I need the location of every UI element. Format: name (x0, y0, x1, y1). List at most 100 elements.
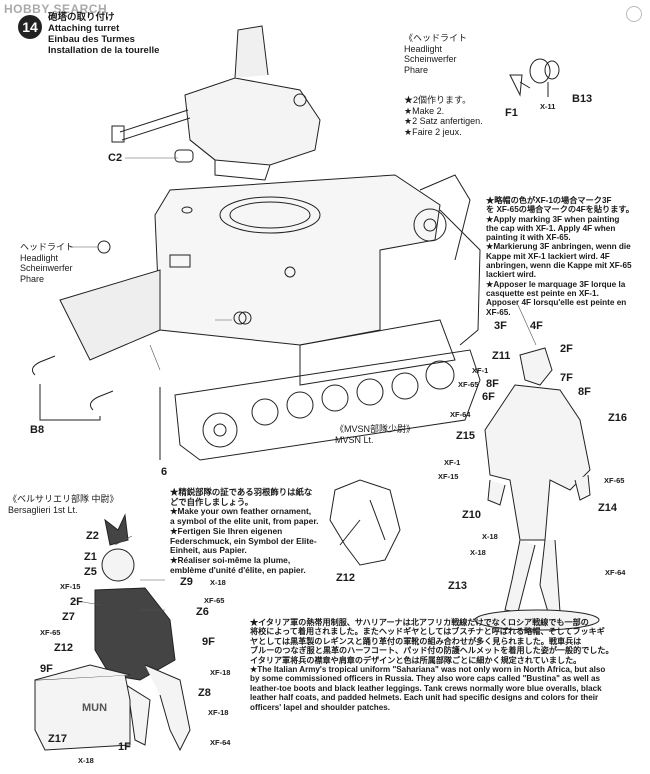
label-x18-berg: X-18 (210, 578, 226, 587)
feather-note-line: ★Make your own feather ornament, (170, 506, 312, 517)
label-xf65-berg2: XF-65 (40, 628, 61, 637)
part-label-x11: X-11 (540, 102, 556, 111)
label-8f-b: 8F (578, 386, 591, 398)
watermark: HOBBY SEARCH (4, 2, 107, 16)
hull-drawing (59, 174, 471, 386)
mvsn-en: MVSN Lt. (335, 434, 374, 445)
label-2f: 2F (560, 343, 573, 355)
uniform-note-line: officers' lapel and shoulder patches. (250, 702, 391, 712)
step-title-en: Attaching turret (48, 23, 120, 34)
feather-note-line: Einheit, aus Papier. (170, 545, 247, 556)
step-title-block: 砲塔の取り付け Attaching turret Einbau des Turm… (48, 12, 159, 56)
part-label-6: 6 (161, 466, 168, 478)
feather-note: ★精鋭部隊の証である羽根飾りは紙な どで自作しましょう。 ★Make your … (170, 487, 340, 575)
label-xf15-b: XF-15 (60, 582, 81, 591)
label-z12-berg: Z12 (54, 642, 73, 654)
officer-figure-drawing (474, 347, 600, 631)
label-xf64a: XF-64 (450, 410, 471, 419)
label-xf65-berg: XF-65 (204, 596, 225, 605)
label-xf18: XF-18 (210, 668, 231, 677)
label-9f-b: 9F (40, 663, 53, 675)
marking-note-line: anbringen, wenn die Kappe mit XF-65 (486, 261, 632, 271)
marking-note-line: Kappe mit XF-1 lackiert wird. 4F (486, 251, 610, 261)
uniform-note-line: by some commissioned officers in Russia.… (250, 674, 600, 684)
label-z8: Z8 (198, 687, 211, 699)
label-xf18-b: XF-18 (208, 708, 229, 717)
feather-note-line: どで自作しましょう。 (170, 496, 254, 507)
label-z15: Z15 (456, 430, 475, 442)
feather-note-line: ★精鋭部隊の証である羽根飾りは紙な (170, 487, 313, 497)
marking-note-line: the cap with XF-1. Apply 4F when (486, 223, 616, 233)
uniform-note-line: ★イタリア軍の熱帯用制服、サハリアーナは北アフリカ戦線だけでなくロシア戦線でも一… (250, 618, 589, 627)
label-z13: Z13 (448, 580, 467, 592)
crate-marking: MUN (82, 702, 108, 714)
label-xf65b: XF-65 (604, 476, 625, 485)
marking-note: ★略帽の色がXF-1の場合マーク3F を XF-65の場合マークの4Fを貼ります… (486, 196, 644, 317)
label-x18b: X-18 (470, 548, 486, 557)
label-z2: Z2 (86, 530, 99, 542)
torso-detail-drawing (329, 479, 401, 566)
feather-note-line: emblème d'unité d'élite, en papier. (170, 564, 306, 575)
label-z7: Z7 (62, 611, 75, 623)
uniform-note-line: ヤとしては黒革製のレギンスと踊り革付の軍靴の組み合わせが多く見られました。戦車兵… (250, 636, 582, 646)
bersaglieri-en: Bersaglieri 1st Lt. (8, 504, 78, 515)
label-6f: 6F (482, 391, 495, 403)
headlight-callout: 《ヘッドライト Headlight Scheinwerfer Phare (404, 33, 467, 75)
headlight-de: Scheinwerfer (404, 54, 457, 64)
track-drawing (174, 208, 481, 461)
headlight-left-callout: ヘッドライト Headlight Scheinwerfer Phare (20, 242, 74, 284)
label-9f: 9F (202, 636, 215, 648)
make-two-de: ★2 Satz anfertigen. (404, 116, 483, 126)
label-xf1b: XF-1 (444, 458, 461, 467)
step-title-fr: Installation de la tourelle (48, 45, 160, 56)
uniform-note-line: ★The Italian Army's tropical uniform "Sa… (250, 665, 606, 675)
part-label-b8: B8 (30, 424, 45, 436)
uniform-note-line: leather-toe boots and black leather legg… (250, 683, 602, 693)
marking-note-line: ★Apposer le marquage 3F lorque la (486, 279, 626, 289)
make-two-note: ★2個作ります。 ★Make 2. ★2 Satz anfertigen. ★F… (404, 95, 483, 137)
headlight-left-fr: Phare (20, 273, 45, 284)
label-z10: Z10 (462, 509, 481, 521)
marking-note-line: casquette est peinte en XF-1. (486, 288, 599, 298)
watermark-logo-icon (626, 6, 642, 22)
bersaglieri-figure-drawing (34, 513, 191, 752)
step-title-de: Einbau des Turmes (48, 34, 135, 45)
marking-note-line: lackiert wird. (486, 270, 537, 280)
make-two-jp: ★2個作ります。 (404, 95, 472, 105)
uniform-note-line: ブルーのつなぎ服と黒革のハーフコート、パッド付の防護ヘルメットを着用した姿が一般… (250, 646, 614, 656)
marking-note-line: を XF-65の場合マークの4Fを貼ります。 (486, 205, 634, 215)
marking-note-line: ★略帽の色がXF-1の場合マーク3F (486, 196, 612, 205)
label-4f: 4F (530, 320, 543, 332)
uniform-note-line: leather half coats, and padded helmets. … (250, 693, 599, 703)
feather-note-line: ★Fertigen Sie Ihren eigenen (170, 525, 283, 536)
label-xf64-berg: XF-64 (210, 738, 231, 747)
part-label-b13: B13 (572, 93, 593, 105)
make-two-en: ★Make 2. (404, 105, 445, 116)
label-z5: Z5 (84, 566, 97, 578)
headlight-fr: Phare (404, 64, 429, 75)
label-xf65a: XF-65 (458, 380, 479, 389)
label-z12-mid: Z12 (336, 572, 355, 584)
mvsn-caption: 《MVSN部隊少尉》 MVSN Lt. (335, 424, 415, 445)
marking-note-line: ★Markierung 3F anbringen, wenn die (486, 242, 631, 252)
label-8f: 8F (486, 378, 499, 390)
label-7f: 7F (560, 372, 573, 384)
uniform-note: ★イタリア軍の熱帯用制服、サハリアーナは北アフリカ戦線だけでなくロシア戦線でも一… (250, 618, 646, 712)
label-z14: Z14 (598, 502, 617, 514)
step-title-jp: 砲塔の取り付け (48, 12, 115, 23)
headlight-left-en: Headlight (20, 252, 59, 263)
label-z11: Z11 (492, 350, 511, 362)
marking-note-line: Apposer 4F lorsqu'elle est peinte en (486, 298, 627, 308)
label-z17: Z17 (48, 733, 67, 745)
marking-note-line: ★Apply marking 3F when painting (486, 214, 620, 224)
uniform-note-line: 将校によって着用されました。またヘッドギヤとしてはブスチナと呼ばれる略帽、そして… (250, 627, 605, 637)
feather-note-line: a symbol of the elite unit, from paper. (170, 516, 319, 527)
small-parts-drawing (31, 58, 560, 460)
label-z1: Z1 (84, 551, 97, 563)
step-number: 14 (22, 19, 38, 35)
headlight-left-de: Scheinwerfer (20, 263, 73, 273)
part-label-f1: F1 (505, 107, 518, 119)
step-number-badge: 14 (18, 15, 42, 39)
make-two-fr: ★Faire 2 jeux. (404, 126, 462, 137)
